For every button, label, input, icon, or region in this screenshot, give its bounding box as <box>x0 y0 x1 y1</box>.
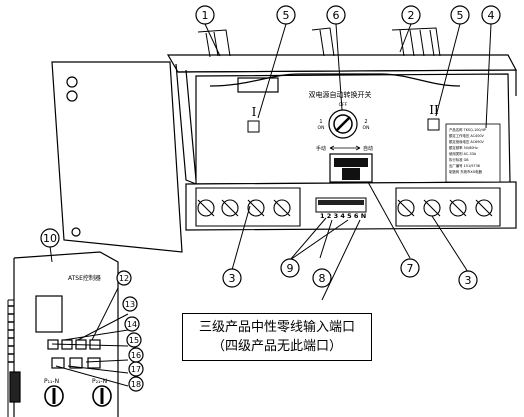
callout-number: 17 <box>131 365 141 374</box>
callout-circle <box>450 5 470 25</box>
nameplate-line: 额定工作电压 AC400V <box>449 133 485 138</box>
callout-number: 7 <box>407 262 414 275</box>
callout-circle <box>326 5 346 25</box>
nameplate-line: 制造商 东莞市XX电器 <box>449 169 482 174</box>
switch-pos-one-on: ON <box>318 125 325 131</box>
source-one-indicator: I <box>247 105 260 133</box>
source-two-label: II <box>429 103 439 117</box>
note-line-one: 三级产品中性零线输入端口 <box>198 320 355 335</box>
nameplate-line: 额定频率 50/60Hz <box>449 145 478 150</box>
nameplate-line: 出厂编号 151/9736 <box>449 163 480 168</box>
callout-number: 13 <box>125 300 135 309</box>
callout-number: 5 <box>457 9 464 22</box>
callout-circle <box>124 316 140 332</box>
callout-number: 16 <box>131 351 141 360</box>
rotary-selector[interactable]: OFF 1 ON 2 ON <box>318 102 370 139</box>
auto-label: 自动 <box>363 145 373 152</box>
callout-circle <box>481 5 501 25</box>
callout-number: 12 <box>119 274 129 283</box>
callout-circle <box>126 332 142 348</box>
note-line-two: （四级产品无此端口） <box>211 339 342 354</box>
callout-number: 1 <box>202 9 209 22</box>
callout-number: 14 <box>127 320 137 329</box>
manual-auto-slider[interactable]: 手动 自动 <box>316 145 373 183</box>
nameplate-line: 产品名称 TKSQ-100/4P <box>449 127 486 132</box>
panel-title: 双电源自动转换开关 <box>309 90 372 99</box>
manual-label: 手动 <box>316 145 326 152</box>
controller-title: ATSE控制器 <box>68 274 101 282</box>
terminal-numbers: 1 2 3 4 5 6 N <box>320 212 366 220</box>
callout-circle <box>195 5 215 25</box>
controller-left-label: P₁₁-N <box>44 378 59 385</box>
callout-number: 15 <box>129 336 139 345</box>
callout-circle <box>116 270 132 286</box>
callout-circle <box>401 5 421 25</box>
callout-number: 18 <box>131 380 141 389</box>
callout-number: 3 <box>229 272 236 285</box>
terminal-block-left <box>195 187 301 227</box>
callout-number: 6 <box>333 9 340 22</box>
callout-circle <box>222 268 242 288</box>
source-one-label: I <box>252 105 257 119</box>
callout-number: 5 <box>283 9 290 22</box>
signal-terminal-block: 1 2 3 4 5 6 N <box>315 197 367 220</box>
callout-number: 3 <box>465 274 472 287</box>
callout-circle <box>458 270 478 290</box>
callout-number: 4 <box>488 9 495 22</box>
callout-number: 8 <box>319 272 326 285</box>
callout-circle <box>128 376 144 392</box>
callout-circle <box>40 228 60 248</box>
switch-off-label: OFF <box>339 102 348 108</box>
callout-circle <box>128 361 144 377</box>
callout-circle <box>312 268 332 288</box>
terminal-block-right <box>395 187 501 227</box>
nameplate-line: 使用类别 AC-33A <box>449 151 477 156</box>
nameplate: 产品名称 TKSQ-100/4P 额定工作电压 AC400V 额定绝缘电压 AC… <box>445 123 501 183</box>
callout-number: 2 <box>408 9 415 22</box>
callout-circle <box>122 296 138 312</box>
switch-pos-two-on: ON <box>363 125 370 131</box>
callout-circle <box>276 5 296 25</box>
callout-circle <box>280 258 300 278</box>
callout-circle <box>400 258 420 278</box>
neutral-port-note: 三级产品中性零线输入端口 （四级产品无此端口） <box>182 313 372 361</box>
nameplate-line: 额定绝缘电压 AC690V <box>449 139 485 144</box>
controller-right-label: P₂₁-N <box>92 378 107 385</box>
switch-pos-one-num: 1 <box>319 119 322 125</box>
source-two-indicator: II <box>427 103 440 131</box>
callout-number: 10 <box>43 232 57 245</box>
nameplate-line: 执行标准 GB <box>449 157 469 162</box>
callout-number: 9 <box>287 262 294 275</box>
switch-pos-two-num: 2 <box>364 119 367 125</box>
leader-lines <box>49 23 492 387</box>
